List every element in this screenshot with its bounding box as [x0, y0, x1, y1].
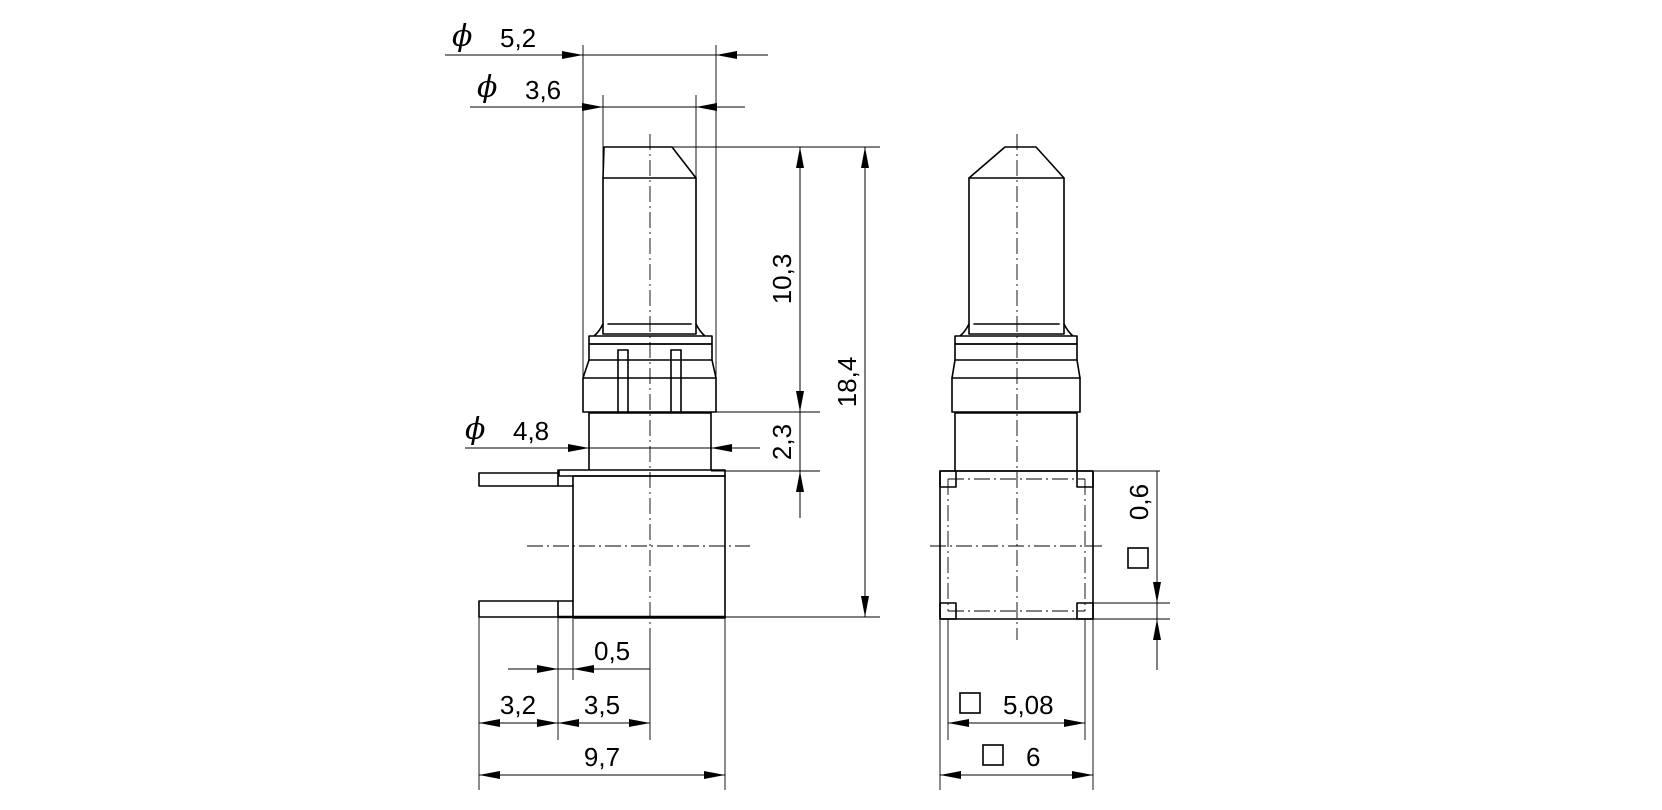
upper-pin	[478, 469, 559, 487]
dim-width-total-value: 9,7	[584, 742, 620, 772]
front-collar	[954, 412, 1078, 472]
dim-dia-tip-value: 5,2	[500, 23, 536, 53]
dim-pin-square-value: 0,6	[1124, 484, 1154, 520]
front-plunger-outline	[968, 146, 1065, 335]
side-view	[478, 134, 750, 640]
dim-pin-offset-value: 0,5	[594, 636, 630, 666]
square-symbol-pin	[1127, 547, 1149, 569]
plunger-outline	[602, 146, 697, 335]
dim-pin-length-value: 3,2	[500, 690, 536, 720]
housing-top-plate	[558, 469, 726, 477]
square-symbol-body	[982, 744, 1004, 766]
housing	[572, 475, 726, 619]
front-housing	[939, 470, 1094, 620]
side-dimensions: ϕ 5,2 ϕ 3,6 ϕ 4,8 10,3 2,3 18,4 0,5	[445, 19, 880, 790]
dim-len-plunger-value: 10,3	[767, 254, 797, 305]
front-collet	[951, 343, 1081, 413]
dim-pin-to-axis-value: 3,5	[584, 690, 620, 720]
front-dimensions: 0,6 5,08 6	[939, 470, 1170, 790]
dim-body-square-value: 6	[1026, 742, 1040, 772]
dim-len-collar-value: 2,3	[767, 424, 797, 460]
dim-pin-pitch-value: 5,08	[1003, 690, 1054, 720]
dim-dia-collar-value: 4,8	[513, 416, 549, 446]
ring-flange	[588, 335, 713, 345]
front-ring-flange	[954, 335, 1078, 345]
dim-dia-collar-symbol: ϕ	[465, 412, 485, 447]
dim-dia-body-symbol: ϕ	[477, 70, 497, 105]
square-symbol-pitch	[959, 692, 981, 714]
front-view	[930, 134, 1105, 640]
dim-dia-body-value: 3,6	[525, 75, 561, 105]
dim-len-total-value: 18,4	[832, 357, 862, 408]
lower-pin	[478, 600, 574, 618]
dim-dia-tip-symbol: ϕ	[452, 19, 472, 54]
